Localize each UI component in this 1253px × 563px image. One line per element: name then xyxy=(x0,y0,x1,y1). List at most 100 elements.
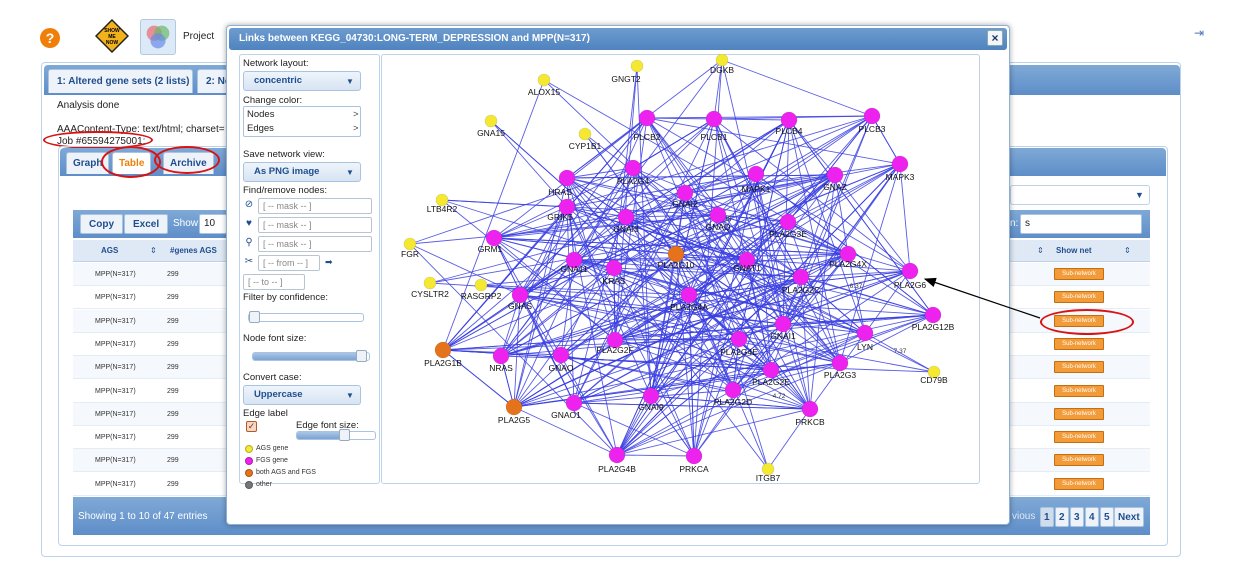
network-node[interactable] xyxy=(558,198,576,216)
network-edge[interactable] xyxy=(573,362,841,404)
network-node[interactable] xyxy=(724,381,742,399)
network-edge[interactable] xyxy=(480,284,690,296)
help-icon[interactable]: ? xyxy=(40,28,60,48)
network-edge[interactable] xyxy=(839,314,934,364)
network-edge[interactable] xyxy=(442,349,515,408)
network-edge[interactable] xyxy=(560,354,811,410)
network-edge[interactable] xyxy=(616,323,784,456)
network-edge[interactable] xyxy=(500,267,615,357)
network-edge[interactable] xyxy=(566,177,690,296)
network-edge[interactable] xyxy=(442,338,740,351)
network-node[interactable] xyxy=(780,111,798,129)
search-input[interactable]: s xyxy=(1020,214,1142,234)
network-node[interactable] xyxy=(578,127,592,141)
network-edge[interactable] xyxy=(493,173,757,239)
network-node[interactable] xyxy=(709,206,727,224)
network-edge[interactable] xyxy=(616,362,841,456)
network-edge[interactable] xyxy=(675,163,901,255)
network-edge[interactable] xyxy=(864,332,935,373)
page-link-2[interactable]: 2 xyxy=(1055,507,1069,527)
network-edge[interactable] xyxy=(513,206,568,408)
arrow-right-icon[interactable]: ➡ xyxy=(325,257,333,267)
network-edge[interactable] xyxy=(543,79,841,364)
network-node[interactable] xyxy=(403,237,417,251)
network-node[interactable] xyxy=(901,262,919,280)
network-node[interactable] xyxy=(839,245,857,263)
network-edge[interactable] xyxy=(684,163,901,194)
network-edge[interactable] xyxy=(646,117,719,216)
network-edge[interactable] xyxy=(834,174,911,272)
network-edge[interactable] xyxy=(560,163,901,356)
network-node[interactable] xyxy=(891,155,909,173)
network-node[interactable] xyxy=(705,110,723,128)
network-edge[interactable] xyxy=(613,267,616,341)
network-node[interactable] xyxy=(423,276,437,290)
network-edge[interactable] xyxy=(693,173,757,457)
network-edge[interactable] xyxy=(613,267,769,470)
network-edge[interactable] xyxy=(693,338,740,457)
sort-icon[interactable]: ⇕ xyxy=(1124,246,1131,255)
network-edge[interactable] xyxy=(675,174,836,255)
network-edge[interactable] xyxy=(543,79,849,255)
sign-out-icon[interactable]: ⇥ xyxy=(1194,26,1205,40)
network-edge[interactable] xyxy=(500,259,575,357)
network-edge[interactable] xyxy=(519,214,719,296)
network-edge[interactable] xyxy=(632,167,849,255)
network-node[interactable] xyxy=(552,346,570,364)
network-edge[interactable] xyxy=(566,206,677,255)
network-edge[interactable] xyxy=(788,119,934,316)
page-length-select[interactable]: 10 xyxy=(199,214,227,234)
network-edge[interactable] xyxy=(755,173,772,371)
network-edge[interactable] xyxy=(713,59,723,120)
sort-icon[interactable]: ⇕ xyxy=(1037,246,1044,255)
network-edge[interactable] xyxy=(646,117,841,364)
network-edge[interactable] xyxy=(429,221,789,284)
network-edge[interactable] xyxy=(500,355,515,408)
network-edge[interactable] xyxy=(746,115,873,261)
network-node[interactable] xyxy=(761,462,775,476)
network-edge[interactable] xyxy=(566,206,849,255)
network-edge[interactable] xyxy=(442,117,648,351)
network-node[interactable] xyxy=(537,73,551,87)
network-edge[interactable] xyxy=(675,253,695,457)
network-node[interactable] xyxy=(485,229,503,247)
network-edge[interactable] xyxy=(614,338,740,341)
network-node[interactable] xyxy=(762,361,780,379)
sub-network-button[interactable]: Sub-network xyxy=(1054,407,1104,420)
search-mask-input[interactable]: [ -- mask -- ] xyxy=(258,236,372,252)
sub-network-button[interactable]: Sub-network xyxy=(1054,477,1104,490)
network-node[interactable] xyxy=(676,184,694,202)
network-edge[interactable] xyxy=(616,454,695,457)
network-node[interactable] xyxy=(826,166,844,184)
sub-network-button[interactable]: Sub-network xyxy=(1054,384,1104,397)
network-node[interactable] xyxy=(667,245,685,263)
network-edge[interactable] xyxy=(442,79,545,351)
network-edge[interactable] xyxy=(429,282,934,316)
network-edge[interactable] xyxy=(713,118,772,371)
network-edge[interactable] xyxy=(566,177,866,334)
network-edge[interactable] xyxy=(614,339,811,410)
network-edge[interactable] xyxy=(746,163,901,261)
sub-network-button[interactable]: Sub-network xyxy=(1054,454,1104,467)
network-edge[interactable] xyxy=(566,177,719,216)
network-edge[interactable] xyxy=(490,120,772,371)
network-edge[interactable] xyxy=(721,59,873,117)
network-node[interactable] xyxy=(505,398,523,416)
network-edge[interactable] xyxy=(500,355,935,373)
network-edge[interactable] xyxy=(493,214,719,239)
network-edge[interactable] xyxy=(616,174,836,456)
network-edge[interactable] xyxy=(787,163,901,223)
network-edge[interactable] xyxy=(566,206,695,457)
network-edge[interactable] xyxy=(650,395,695,457)
network-edge[interactable] xyxy=(693,163,901,457)
column-header-show-net[interactable]: Show net xyxy=(1056,246,1092,255)
network-edge[interactable] xyxy=(788,119,841,364)
network-edge[interactable] xyxy=(573,259,772,371)
network-edge[interactable] xyxy=(717,115,873,216)
network-edge[interactable] xyxy=(616,408,811,456)
network-node[interactable] xyxy=(856,324,874,342)
column-header-genes-ags[interactable]: #genes AGS xyxy=(170,246,217,255)
sub-network-button[interactable]: Sub-network xyxy=(1054,337,1104,350)
network-node[interactable] xyxy=(779,213,797,231)
network-node[interactable] xyxy=(863,107,881,125)
